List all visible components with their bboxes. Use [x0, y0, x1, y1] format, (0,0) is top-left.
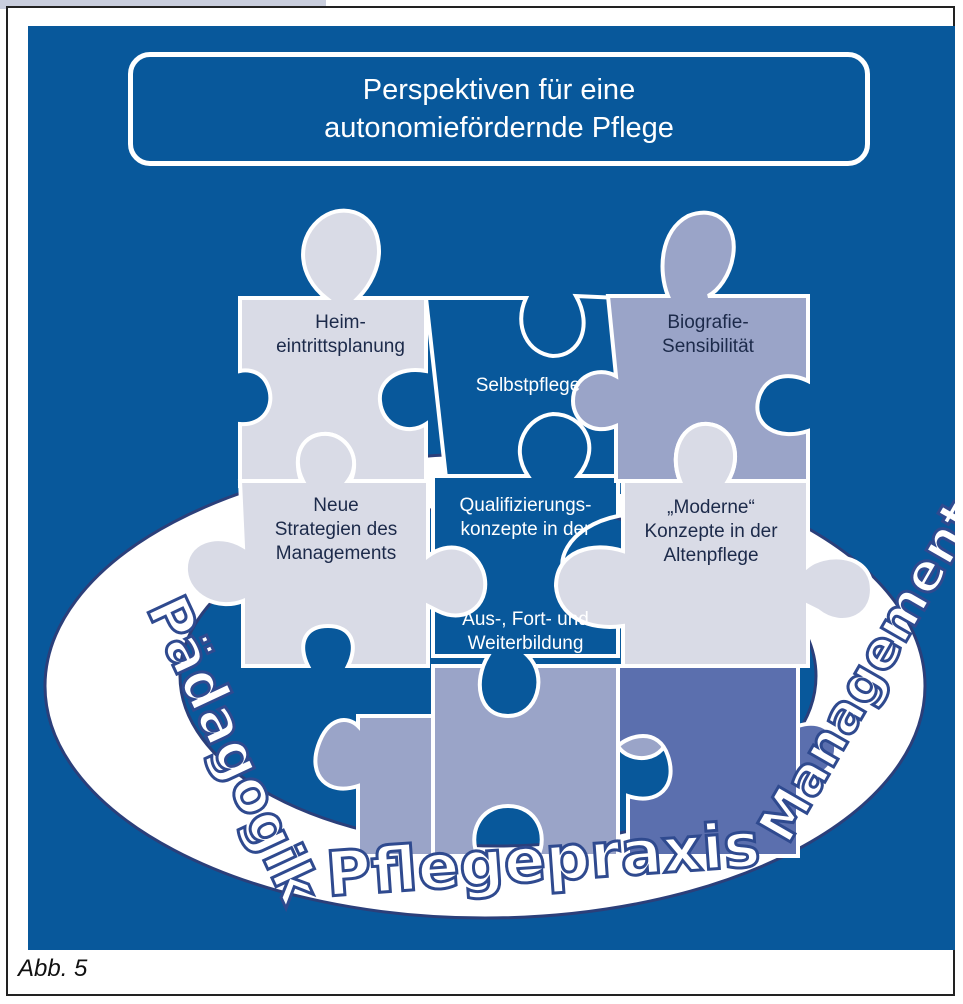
label-selbstpflege: Selbstpflege [475, 375, 581, 396]
figure-caption: Abb. 5 [18, 955, 88, 982]
diagram-panel: Pädagogik Pflegepraxis Management Perspe… [28, 26, 955, 950]
label-biografie: Biografie- Sensibilität [662, 312, 754, 357]
piece-bottom-right-knob [796, 721, 839, 778]
label-neue-strategien: Neue Strategien des Managements [274, 495, 398, 564]
piece-heimeintritt [238, 208, 428, 488]
title-box: Perspektiven für eine autonomiefördernde… [128, 52, 870, 166]
piece-neue-strategien [183, 431, 488, 668]
top-band [0, 0, 326, 9]
piece-bottom-right [616, 664, 800, 858]
piece-biografie [570, 210, 810, 483]
label-qualifizierung-bottom: Aus-, Fort- und Weiterbildung [462, 609, 589, 654]
label-qualifizierung-top: Qualifizierungs- konzepte in der [459, 495, 592, 540]
diagram-graphic: Pädagogik Pflegepraxis Management [43, 208, 955, 920]
piece-moderne [553, 421, 874, 668]
label-moderne: „Moderne“ Konzepte in der Altenpflege [644, 497, 778, 566]
figure-frame: Pädagogik Pflegepraxis Management Perspe… [6, 6, 955, 996]
label-heimeintritt: Heim- eintrittsplanung [276, 312, 405, 357]
diagram-title: Perspektiven für eine autonomiefördernde… [324, 74, 674, 144]
piece-bottom-left-2 [313, 714, 435, 858]
